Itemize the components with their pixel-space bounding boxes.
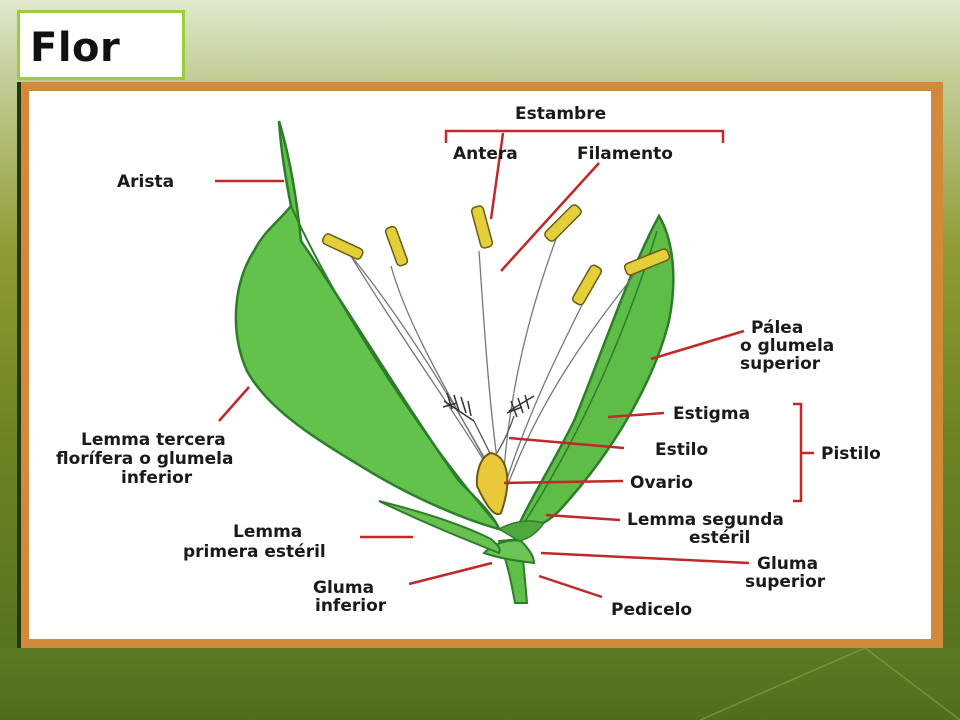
bottom-band xyxy=(0,648,960,720)
label-gluma-superior-line2: superior xyxy=(745,572,826,592)
label-lemma-segunda-line1: Lemma segunda xyxy=(627,510,784,530)
label-antera: Antera xyxy=(453,144,518,164)
stigmas xyxy=(442,392,535,422)
pointer-lines xyxy=(215,132,750,599)
label-pistilo: Pistilo xyxy=(821,444,881,464)
pointer-antera xyxy=(489,132,505,220)
label-arista: Arista xyxy=(117,172,174,192)
label-lemma-tercera-line2: florífera o glumela xyxy=(56,449,233,469)
lemma-midrib xyxy=(290,205,495,522)
label-palea-line1: Pálea xyxy=(751,318,803,338)
label-estilo: Estilo xyxy=(655,440,708,460)
pointer-ovario xyxy=(503,479,624,485)
pointer-palea xyxy=(650,329,745,361)
page-title: Flor xyxy=(30,25,121,71)
flower-diagram: Estambre Antera Filamento Arista Pálea o… xyxy=(56,104,881,620)
ovary-shape xyxy=(475,451,509,516)
label-lemma-tercera-line3: inferior xyxy=(121,468,193,488)
pointer-gluma-inferior xyxy=(408,561,493,586)
lemma-tercera-shape xyxy=(234,120,502,531)
label-filamento: Filamento xyxy=(577,144,673,164)
frame-left-edge xyxy=(17,82,21,648)
lemma-segunda-shape xyxy=(497,520,546,542)
title-box: Flor xyxy=(17,10,185,80)
estambre-bracket xyxy=(444,129,725,143)
label-palea-line3: superior xyxy=(740,354,821,374)
pistilo-bracket xyxy=(793,402,814,503)
pointer-pedicelo xyxy=(538,574,603,599)
anthers xyxy=(321,204,671,306)
label-estambre: Estambre xyxy=(515,104,606,124)
label-lemma-segunda-line2: estéril xyxy=(689,528,750,548)
label-lemma-tercera-line1: Lemma tercera xyxy=(81,430,226,450)
label-ovario: Ovario xyxy=(630,473,693,493)
label-gluma-inferior-line1: Gluma xyxy=(313,578,374,598)
pointer-estilo xyxy=(508,436,625,450)
pointer-gluma-superior xyxy=(540,551,750,565)
label-lemma-primera-line2: primera estéril xyxy=(183,542,326,562)
label-palea-line2: o glumela xyxy=(740,336,834,356)
label-gluma-inferior-line2: inferior xyxy=(315,596,387,616)
brackets xyxy=(444,129,814,503)
pointer-lemma-segunda xyxy=(545,513,621,522)
label-pedicelo: Pedicelo xyxy=(611,600,692,620)
labels: Estambre Antera Filamento Arista Pálea o… xyxy=(56,104,881,620)
diagram-frame: Estambre Antera Filamento Arista Pálea o… xyxy=(17,82,943,648)
label-estigma: Estigma xyxy=(673,404,750,424)
label-gluma-superior-line1: Gluma xyxy=(757,554,818,574)
diagram-canvas: Estambre Antera Filamento Arista Pálea o… xyxy=(29,91,931,639)
pointer-lemma-tercera xyxy=(218,386,250,422)
label-lemma-primera-line1: Lemma xyxy=(233,522,302,542)
flower-illustration xyxy=(234,120,675,604)
pointer-filamento xyxy=(500,162,600,272)
lemma-primera-shape xyxy=(378,500,501,555)
pointer-estigma xyxy=(607,411,665,419)
